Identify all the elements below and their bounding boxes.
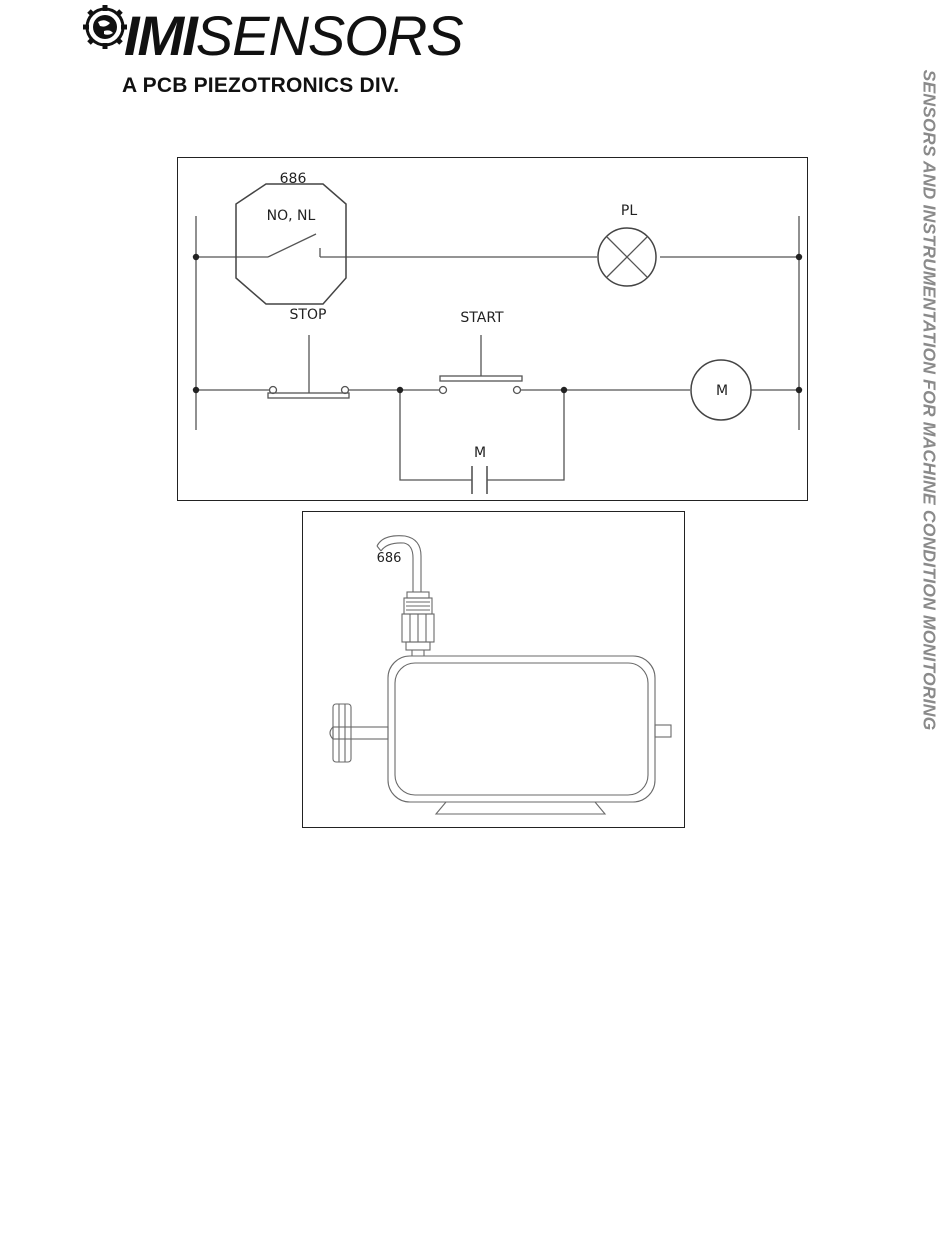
switch-housing (236, 184, 346, 304)
motor-illustration-canvas: 686 (303, 512, 684, 827)
gear-globe-icon (82, 4, 128, 50)
motor-shaft-right (655, 725, 671, 737)
sensor-model-label: 686 (377, 551, 402, 566)
motor-label: M (716, 383, 728, 399)
motor-illustration: 686 (302, 511, 685, 828)
side-banner-text: SENSORS AND INSTRUMENTATION FOR MACHINE … (919, 70, 940, 731)
switch-contact-label: NO, NL (267, 208, 316, 224)
ladder-diagram: 686 NO, NL PL STOP START M M (177, 157, 808, 501)
switch-model-label: 686 (280, 171, 307, 187)
shaft-coupling (333, 704, 351, 762)
start-button-label: START (460, 310, 504, 326)
brand-name: IMISENSORS (124, 0, 463, 72)
brand-right: SENSORS (196, 4, 463, 67)
stop-button-bar (268, 393, 349, 398)
ladder-diagram-canvas: 686 NO, NL PL STOP START M M (178, 158, 807, 500)
holding-contact-label: M (474, 445, 486, 461)
brand-left: IMI (124, 4, 196, 67)
company-logo: IMISENSORS A PCB PIEZOTRONICS DIV. (82, 4, 462, 100)
motor-shaft-left (333, 727, 388, 739)
pilot-light-label: PL (621, 203, 637, 219)
brand-tagline: A PCB PIEZOTRONICS DIV. (122, 74, 399, 98)
motor-base (436, 802, 605, 814)
side-banner: SENSORS AND INSTRUMENTATION FOR MACHINE … (914, 0, 944, 800)
stop-button-label: STOP (290, 307, 327, 323)
motor-housing (388, 656, 655, 802)
sensor-connector (407, 592, 429, 598)
start-button-bar (440, 376, 522, 381)
switch-contact-blade (268, 234, 316, 257)
